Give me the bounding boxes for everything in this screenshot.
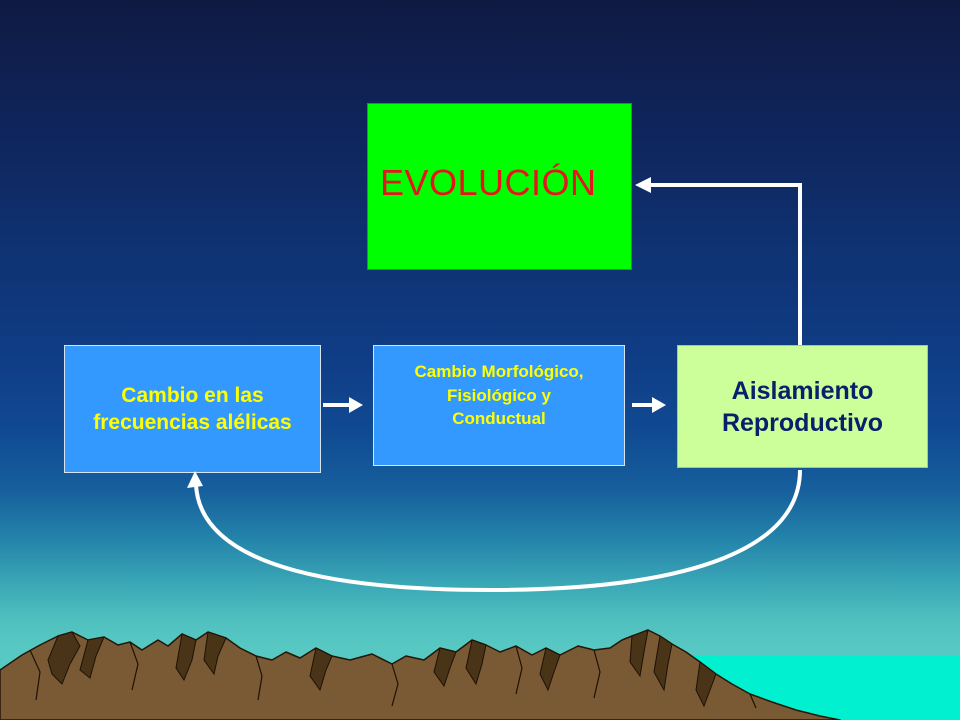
allele-change-label: Cambio en las frecuencias alélicas [93,384,292,434]
mountain-ridges [29,641,757,709]
evolution-label: EVOLUCIÓN [380,162,597,203]
mountain-shadows [47,629,717,708]
allele-frequency-box: Cambio en las frecuencias alélicas [64,345,321,473]
reproductive-isolation-box: Aislamiento Reproductivo [677,345,928,468]
trait-change-label: Cambio Morfológico, Fisiológico y Conduc… [414,362,584,428]
trait-change-box: Cambio Morfológico, Fisiológico y Conduc… [373,345,625,466]
evolution-box: EVOLUCIÓN [367,103,632,270]
isolation-label: Aislamiento Reproductivo [721,376,884,437]
